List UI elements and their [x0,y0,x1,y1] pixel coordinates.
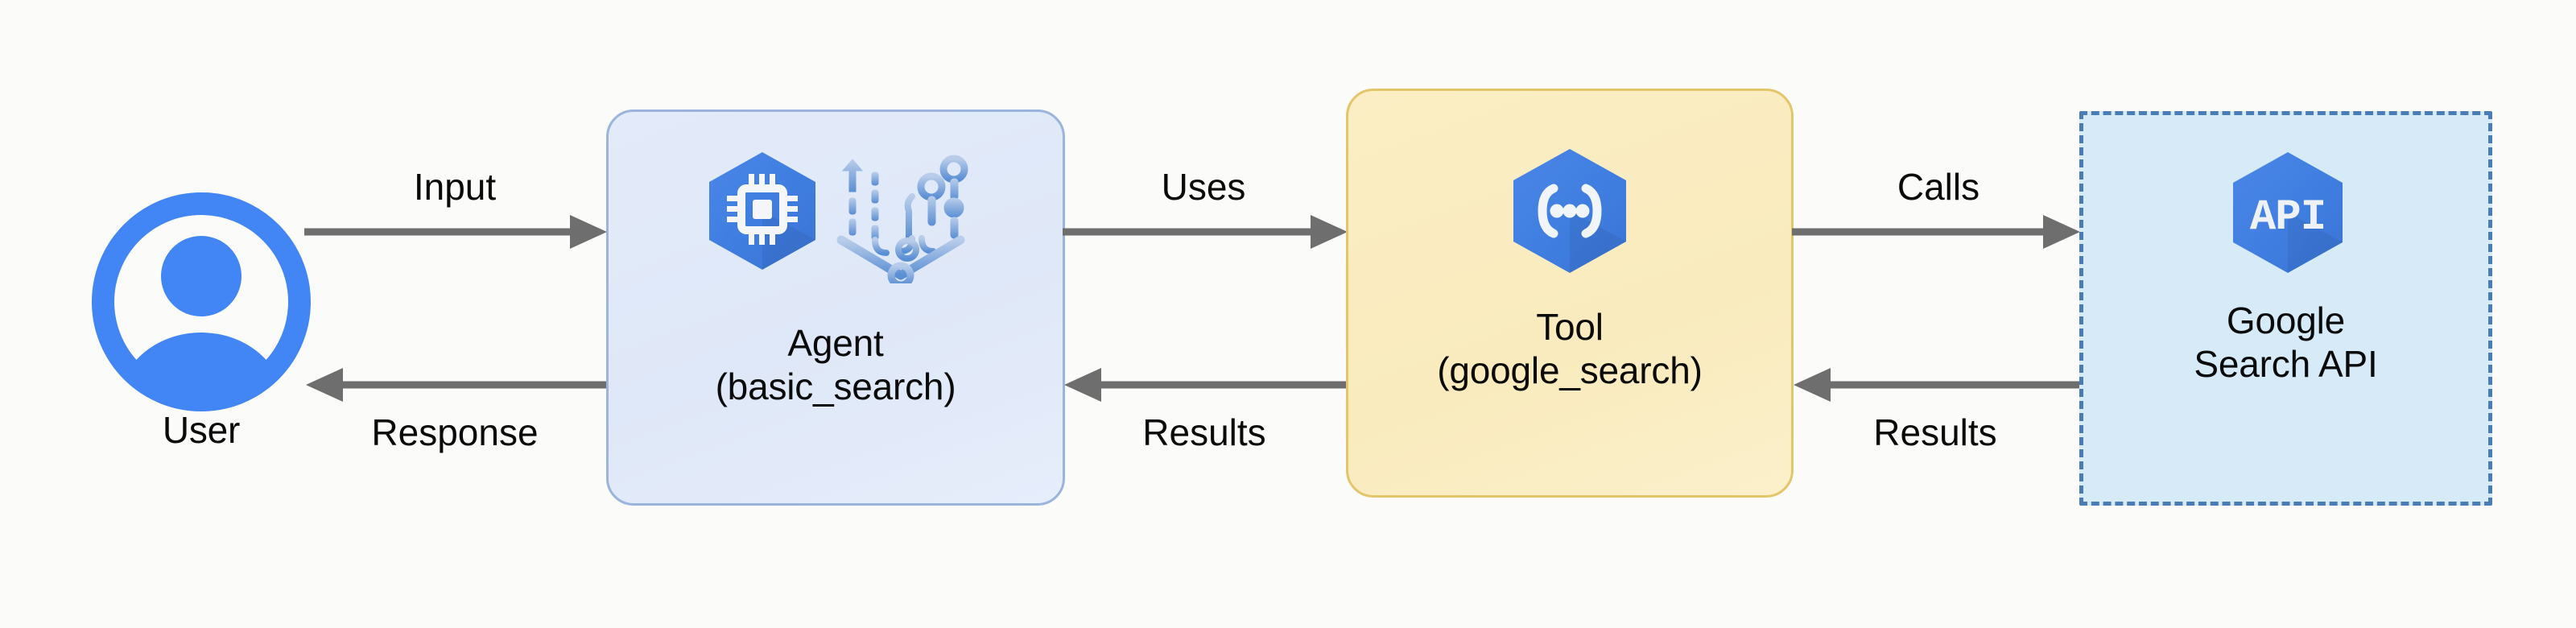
braces-ellipsis-hexagon-icon [1513,149,1626,273]
edge-label-results-api: Results [1873,411,1997,453]
agent-label: Agent(basic_search) [606,322,1065,409]
api-label-line1: Google [2226,300,2346,341]
tool-label-line2: (google_search) [1437,349,1703,391]
agent-label-line1: Agent [787,322,884,364]
edge-label-results-tool: Results [1142,411,1266,453]
api-label-line2: Search API [2194,342,2378,385]
node-agent[interactable] [606,109,1065,506]
api-hexagon-text: API [2250,193,2326,242]
agent-label-line2: (basic_search) [715,365,956,407]
node-user[interactable] [80,189,322,463]
edge-label-response: Response [371,411,539,453]
agent-workflow-icon [836,155,968,283]
tool-label-line1: Tool [1536,306,1604,348]
arrow-agent-to-tool [1063,215,1348,249]
edge-label-uses: Uses [1161,166,1246,208]
arrow-agent-to-user [306,368,610,402]
edge-label-calls: Calls [1897,166,1980,208]
edge-label-input: Input [413,166,497,208]
arrow-api-to-tool [1794,368,2082,402]
cpu-chip-hexagon-icon [709,152,815,270]
arrow-tool-to-api [1792,215,2080,249]
node-tool[interactable] [1346,89,1794,498]
arrow-tool-to-agent [1064,368,1349,402]
api-hexagon-icon: API [2233,152,2343,273]
user-avatar-icon [92,192,311,411]
arrow-user-to-agent [304,215,607,249]
tool-label: Tool(google_search) [1346,306,1794,393]
user-caption-label: User [162,409,241,451]
